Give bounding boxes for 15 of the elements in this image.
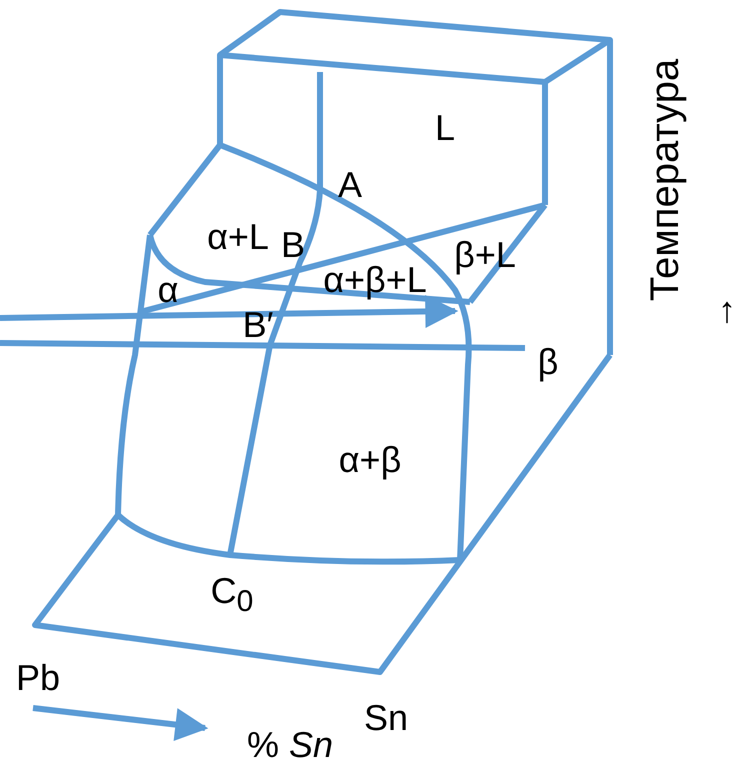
- region-label: α+β+L: [323, 262, 427, 298]
- region-label: B: [281, 227, 305, 263]
- region-label: % Sn: [246, 727, 334, 763]
- region-label: A: [338, 167, 362, 203]
- region-label: α+L: [207, 219, 269, 255]
- region-label: L: [434, 110, 456, 146]
- region-label: β: [538, 344, 558, 380]
- region-label: C$_{0}$: [210, 572, 254, 618]
- region-label: α: [158, 272, 178, 308]
- region-label: Sn: [364, 700, 408, 736]
- region-label: Pb: [16, 660, 60, 696]
- region-label: Температура: [645, 58, 685, 302]
- region-label: B′: [242, 307, 274, 343]
- region-label: α+β: [338, 442, 402, 478]
- direction-arrow: ↑: [718, 292, 736, 328]
